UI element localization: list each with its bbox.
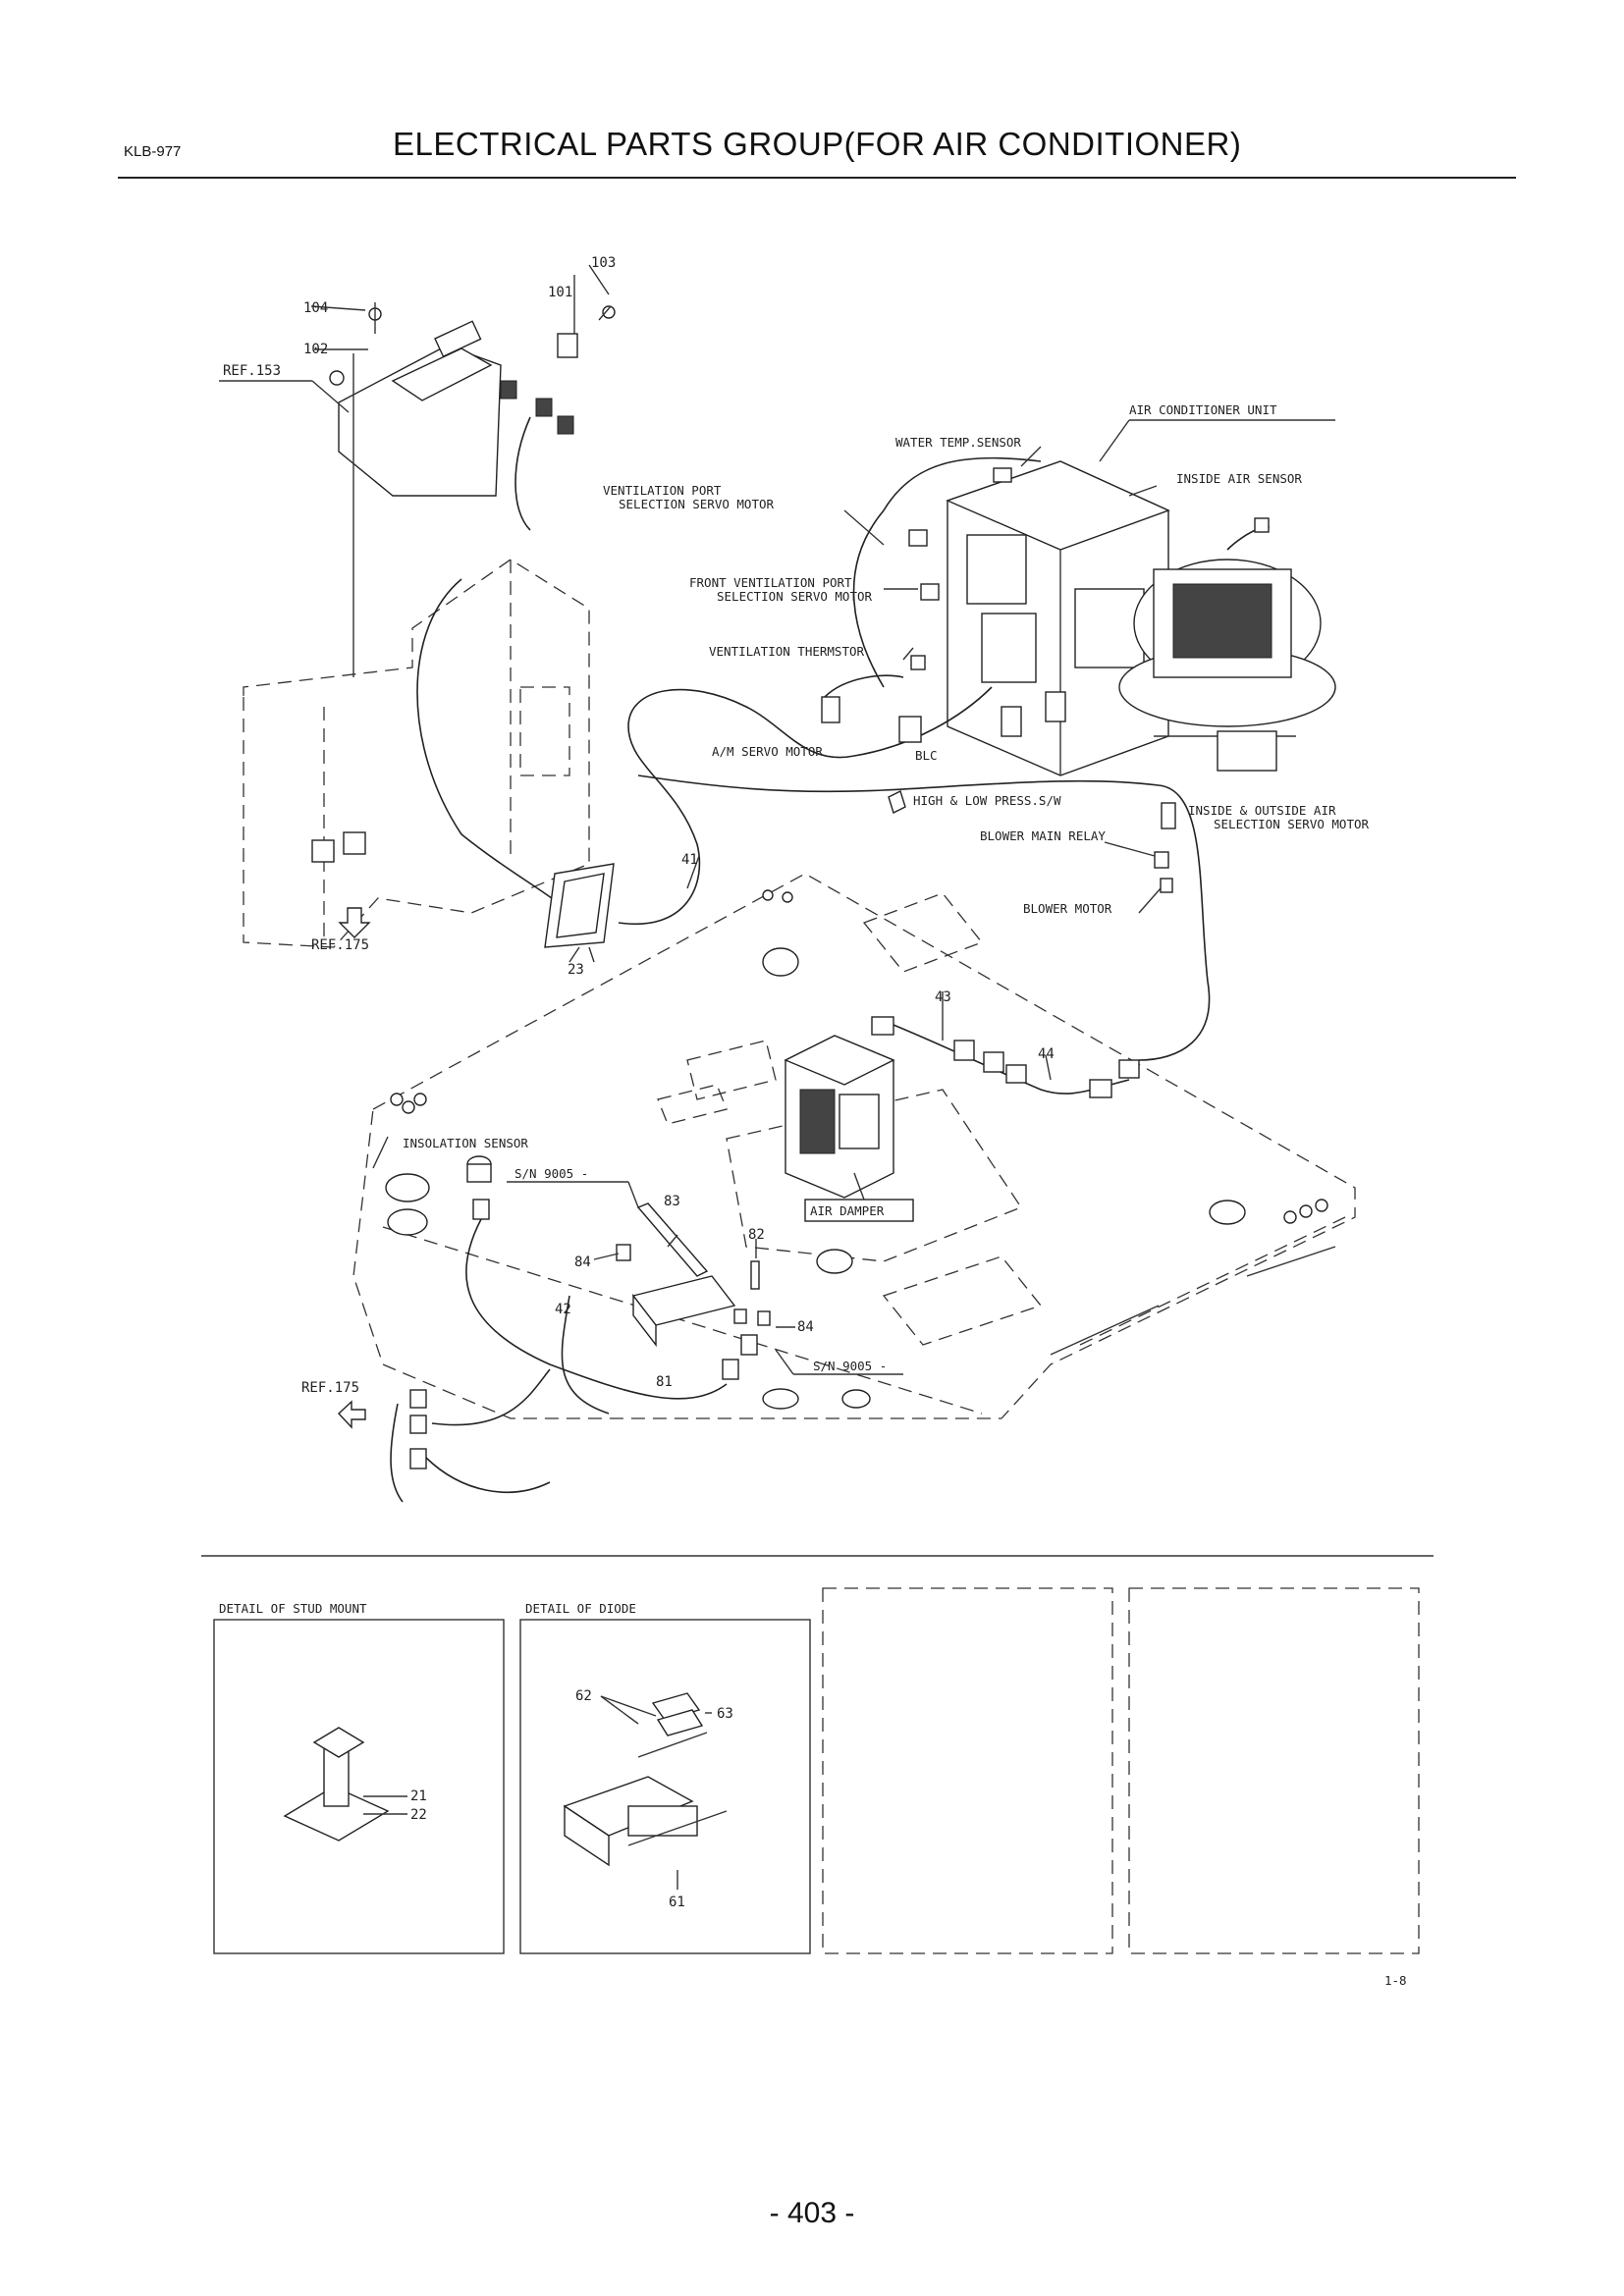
label-inside-air-sensor: INSIDE AIR SENSOR [1176, 471, 1302, 486]
label-ventilation-port-1: VENTILATION PORT [603, 483, 722, 498]
label-air-damper: AIR DAMPER [810, 1203, 885, 1218]
air-damper-label-box [804, 1199, 914, 1222]
seat-frame: REF.175 [243, 559, 590, 953]
page-number: - 403 - [769, 2197, 855, 2229]
insolation-sensor-group [372, 1136, 903, 1415]
label-high-low-press: HIGH & LOW PRESS.S/W [913, 793, 1061, 808]
detail-diode [519, 1619, 811, 1954]
sheet-code: 1-8 [1384, 1973, 1407, 1988]
label-inside-outside-air-1: INSIDE & OUTSIDE AIR [1188, 803, 1336, 818]
part-84-left: 84 [574, 1255, 591, 1270]
part-42: 42 [555, 1302, 571, 1317]
part-62: 62 [575, 1688, 592, 1704]
document-code: KLB-977 [124, 143, 182, 160]
part-22: 22 [410, 1807, 427, 1823]
label-detail-diode: DETAIL OF DIODE [525, 1601, 636, 1616]
air-conditioner-unit [852, 456, 1336, 776]
label-front-ventilation-1: FRONT VENTILATION PORT [689, 575, 852, 590]
page-title: ELECTRICAL PARTS GROUP(FOR AIR CONDITION… [393, 126, 1242, 162]
wire-harness-41 [618, 674, 1211, 1061]
wire-harness-43-44 [871, 991, 1140, 1098]
label-blower-main-relay: BLOWER MAIN RELAY [980, 828, 1106, 843]
label-ventilation-port-2: SELECTION SERVO MOTOR [619, 497, 775, 511]
air-damper [784, 1035, 895, 1201]
part-103: 103 [591, 255, 616, 271]
bracket-assembly [219, 264, 616, 677]
label-sn-9005-bottom: S/N 9005 - [813, 1359, 887, 1373]
label-blower-motor: BLOWER MOTOR [1023, 901, 1112, 916]
part-104: 104 [303, 300, 328, 316]
part-81: 81 [656, 1374, 673, 1390]
label-ac-unit: AIR CONDITIONER UNIT [1129, 402, 1277, 417]
part-82: 82 [748, 1227, 765, 1243]
detail-stud-mount [213, 1619, 505, 1954]
part-102: 102 [303, 342, 328, 357]
part-43: 43 [935, 989, 951, 1005]
empty-detail-frame-1 [822, 1587, 1113, 1954]
floor-plate [352, 873, 1356, 1419]
bottom-left-connectors [338, 1368, 551, 1503]
ref-175-top: REF.175 [311, 937, 369, 953]
header-rule [118, 177, 1516, 179]
part-84-right: 84 [797, 1319, 814, 1335]
part-61: 61 [669, 1895, 685, 1910]
ref-175-bottom: REF.175 [301, 1380, 359, 1396]
label-blc: BLC [915, 748, 938, 763]
label-inside-outside-air-2: SELECTION SERVO MOTOR [1214, 817, 1370, 831]
part-23: 23 [568, 962, 584, 978]
part-44: 44 [1038, 1046, 1055, 1062]
label-insolation-sensor: INSOLATION SENSOR [403, 1136, 528, 1150]
part-83: 83 [664, 1194, 680, 1209]
label-water-temp-sensor: WATER TEMP.SENSOR [895, 435, 1021, 450]
label-sn-9005-top: S/N 9005 - [514, 1166, 588, 1181]
part-63: 63 [717, 1706, 733, 1722]
part-101: 101 [548, 285, 572, 300]
part-41: 41 [681, 852, 698, 868]
ref-153-label: REF.153 [223, 363, 281, 379]
gasket-23 [544, 863, 615, 963]
empty-detail-frame-2 [1128, 1587, 1420, 1954]
label-ventilation-thermistor: VENTILATION THERMSTOR [709, 644, 865, 659]
label-detail-stud-mount: DETAIL OF STUD MOUNT [219, 1601, 367, 1616]
label-am-servo-motor: A/M SERVO MOTOR [712, 744, 823, 759]
part-21: 21 [410, 1789, 427, 1804]
label-front-ventilation-2: SELECTION SERVO MOTOR [717, 589, 873, 604]
